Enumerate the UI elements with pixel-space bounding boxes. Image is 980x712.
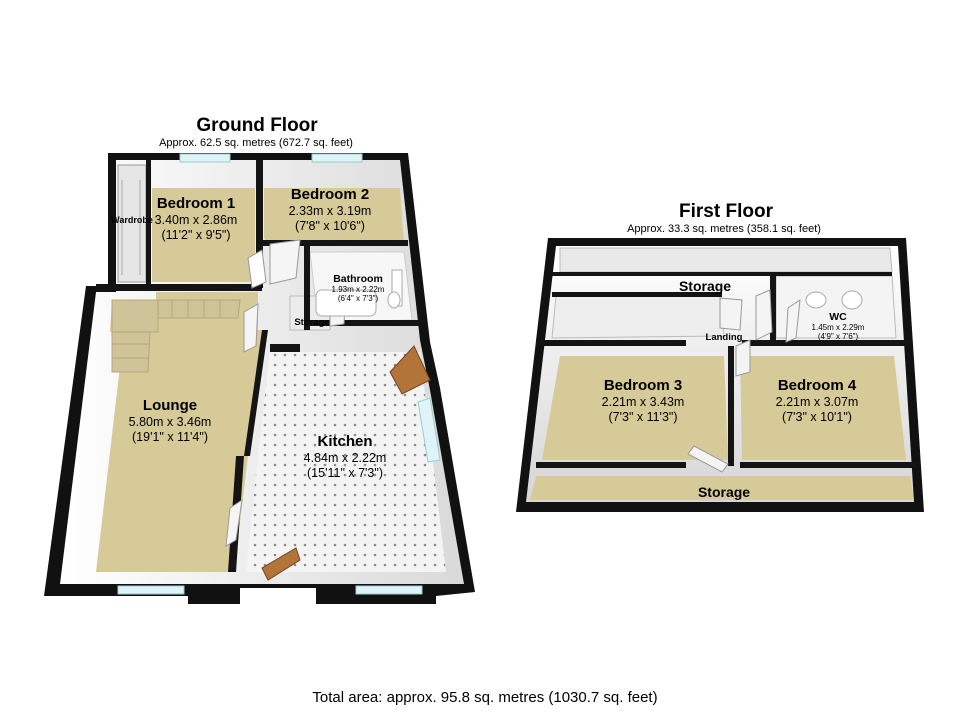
bedroom-4-imperial: (7'3" x 10'1") <box>782 410 852 424</box>
landing-label: Landing <box>705 332 743 343</box>
lounge-imperial: (19'1" x 11'4") <box>132 430 208 444</box>
bathroom-name: Bathroom <box>333 273 383 285</box>
bedroom-4-name: Bedroom 4 <box>777 377 857 394</box>
bathroom-metric: 1.93m x 2.22m <box>331 285 385 294</box>
bedroom-2-metric: 2.33m x 3.19m <box>288 204 372 218</box>
bedroom-1-metric: 3.40m x 2.86m <box>154 213 238 227</box>
first-floor-plan <box>516 238 924 512</box>
bedroom-1-imperial: (11'2" x 9'5") <box>161 228 231 242</box>
wc-name: WC <box>829 311 847 323</box>
ground-storage-label: Storage <box>294 317 330 328</box>
bedroom-3-imperial: (7'3" x 11'3") <box>608 410 678 424</box>
wc-metric: 1.45m x 2.29m <box>811 323 865 332</box>
bedroom-3-name: Bedroom 3 <box>603 377 683 394</box>
stairs <box>111 299 241 373</box>
ground-floor-windows <box>117 153 441 595</box>
first-floor-internal-walls <box>536 272 920 468</box>
bedroom-4-metric: 2.21m x 3.07m <box>775 395 859 409</box>
wc-fittings <box>805 290 863 310</box>
ground-floor-internal-walls <box>96 160 420 572</box>
wardrobe-label: Wardrobe <box>111 215 153 225</box>
first-floor-title: First Floor <box>679 201 773 222</box>
bedroom-2-imperial: (7'8" x 10'6") <box>295 219 365 233</box>
bedroom-1-floor <box>152 188 255 282</box>
bedroom-4-floor <box>740 356 906 460</box>
kitchen-metric: 4.84m x 2.22m <box>303 451 387 465</box>
storage-mid-area <box>551 295 725 339</box>
first-floor-area: Approx. 33.3 sq. metres (358.1 sq. feet) <box>627 223 821 235</box>
bathroom-fittings <box>315 269 403 317</box>
ground-floor-plan <box>44 153 475 604</box>
lounge-name: Lounge <box>142 397 198 414</box>
lounge-metric: 5.80m x 3.46m <box>128 415 212 429</box>
bedroom-2-floor <box>264 188 404 244</box>
bedroom-1-name: Bedroom 1 <box>156 195 236 212</box>
first-floor-doors <box>687 289 801 473</box>
kitchen-floor <box>246 352 446 572</box>
storage-bottom-area <box>530 476 914 500</box>
first-storage-bottom-label: Storage <box>697 484 751 500</box>
first-storage-top-label: Storage <box>678 278 732 294</box>
bathroom-imperial: (6'4" x 7'3") <box>337 294 379 303</box>
kitchen-name: Kitchen <box>317 433 373 450</box>
ground-floor-area: Approx. 62.5 sq. metres (672.7 sq. feet) <box>159 137 353 149</box>
bedroom-3-floor <box>542 356 728 460</box>
kitchen-imperial: (15'11" x 7'3") <box>307 466 383 480</box>
bedroom-3-metric: 2.21m x 3.43m <box>601 395 685 409</box>
storage-top-area <box>559 247 893 273</box>
total-area: Total area: approx. 95.8 sq. metres (103… <box>312 689 658 706</box>
wc-imperial: (4'9" x 7'6") <box>817 332 859 341</box>
ground-floor-title: Ground Floor <box>196 115 318 136</box>
bedroom-2-name: Bedroom 2 <box>290 186 370 203</box>
